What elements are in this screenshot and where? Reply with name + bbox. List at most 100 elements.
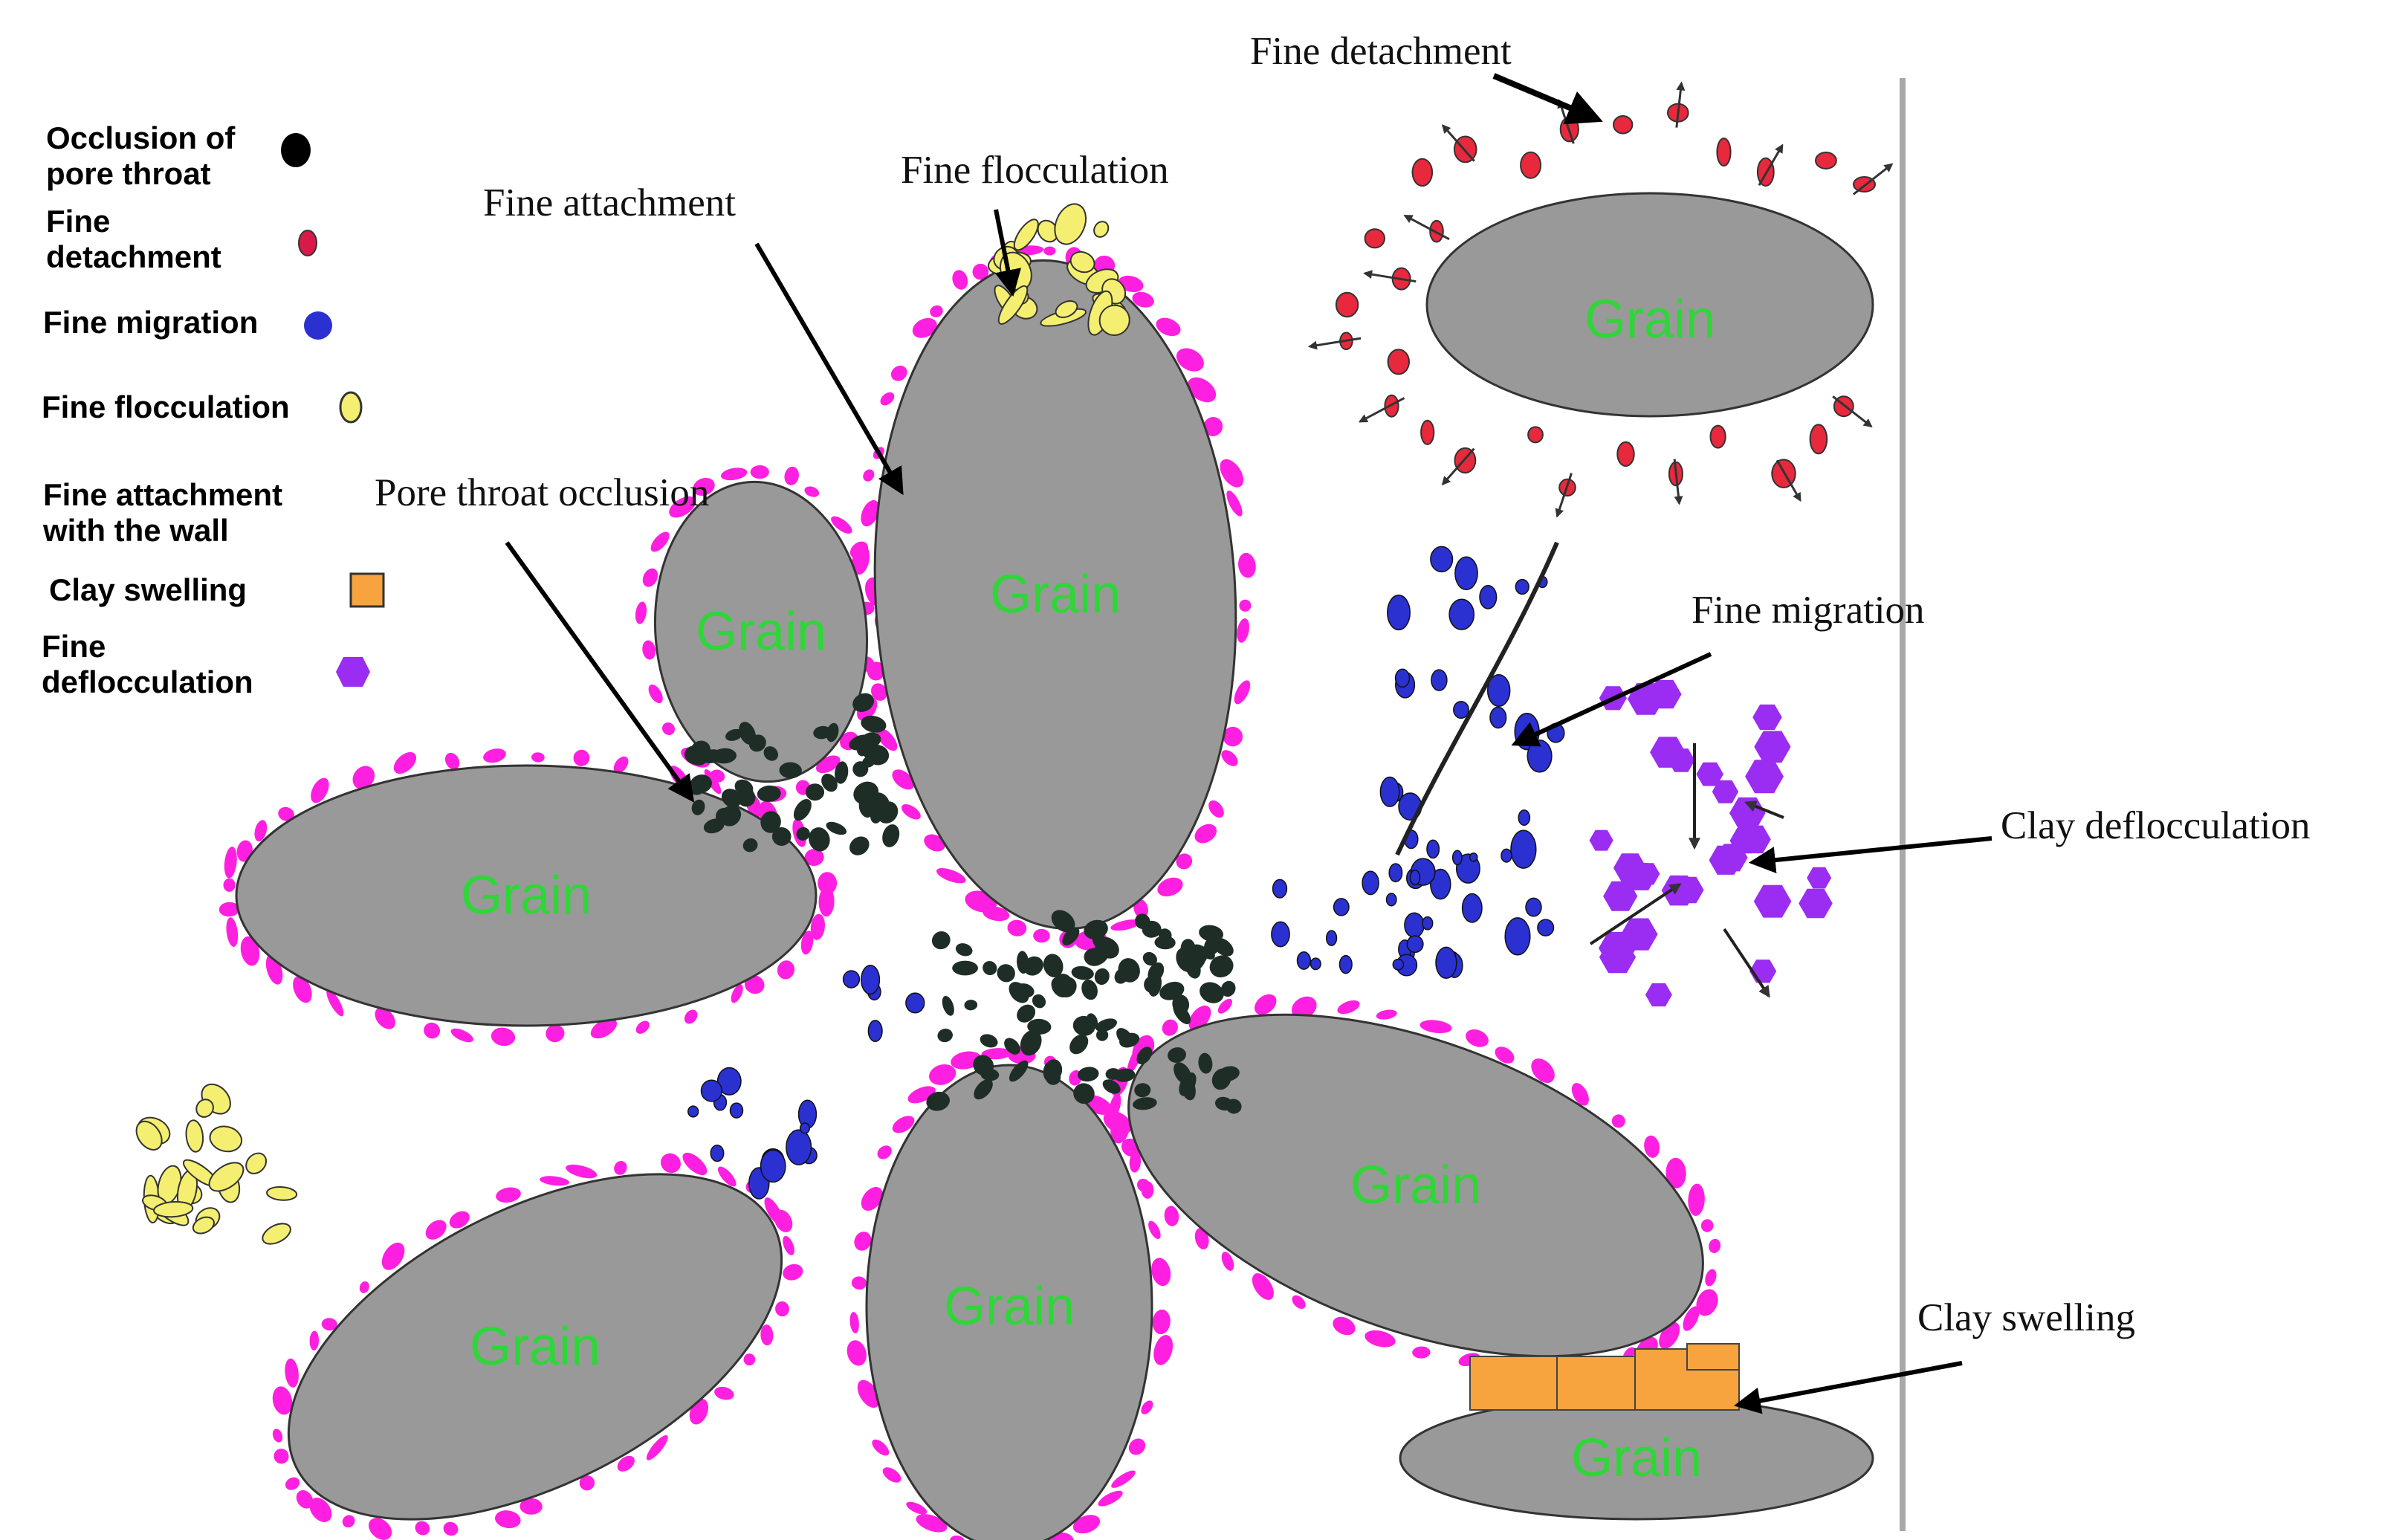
callout-clay-swelling: Clay swelling: [1917, 1296, 2135, 1339]
flow-arrow: [1363, 270, 1417, 283]
attachment-particle: [1419, 1020, 1452, 1034]
migration-particle: [1448, 598, 1475, 630]
migration-particle: [729, 1102, 744, 1119]
attachment-particle: [1153, 1335, 1174, 1365]
attachment-particle: [272, 1386, 293, 1415]
grain: [235, 764, 818, 1027]
attachment-particle: [1234, 680, 1251, 705]
swelling-block: [1556, 1356, 1639, 1411]
attachment-particle: [483, 748, 506, 763]
attachment-particle: [393, 751, 417, 774]
deflocculation-particle: [1738, 825, 1771, 854]
deflocculation-particle: [1696, 762, 1723, 786]
occlusion-particle: [1020, 1029, 1042, 1056]
occlusion-particle: [1199, 925, 1224, 942]
flocculation-particle: [262, 1223, 291, 1245]
legend-flocculation-label: Fine flocculation: [42, 389, 290, 424]
attachment-particle: [930, 305, 943, 317]
attachment-particle: [425, 1220, 447, 1240]
occlusion-particle: [1118, 958, 1140, 983]
attachment-particle: [321, 1318, 337, 1331]
attachment-particle: [1176, 348, 1204, 372]
arrow-fine-detachment: [1492, 73, 1603, 125]
attachment-particle: [714, 1386, 734, 1400]
migration-particle: [1333, 898, 1350, 916]
attachment-particle: [415, 1521, 430, 1536]
occlusion-particle: [1045, 1070, 1061, 1085]
attachment-particle: [1129, 1151, 1142, 1173]
attachment-particle: [764, 1197, 783, 1225]
attachment-particle: [1148, 1220, 1161, 1239]
attachment-particle: [1220, 459, 1244, 488]
deflocculation-particle: [1807, 867, 1832, 889]
migration-particle: [1504, 917, 1531, 956]
attachment-particle: [936, 868, 966, 884]
detachment-particle: [1335, 291, 1359, 318]
attachment-particle: [852, 544, 870, 575]
occlusion-particle: [983, 961, 997, 975]
attachment-particle: [1136, 1178, 1150, 1192]
attachment-particle: [669, 496, 696, 518]
occlusion-particle: [1095, 1018, 1118, 1032]
attachment-particle: [424, 1022, 441, 1039]
fine-attachment-particles: [218, 245, 1721, 1540]
attachment-particle: [1709, 1238, 1721, 1253]
attachment-particle: [1700, 1219, 1714, 1232]
clay-swelling-blocks: [1469, 1343, 1740, 1411]
occlusion-particle: [856, 737, 873, 757]
flow-arrow: [1832, 395, 1873, 428]
occlusion-particle: [1062, 927, 1080, 946]
occlusion-particle: [852, 693, 875, 712]
attachment-particle: [849, 1312, 859, 1333]
callouts: Fine detachment Fine flocculation Fine a…: [375, 30, 2311, 1414]
attachment-particle: [661, 722, 676, 735]
attachment-particle: [912, 317, 937, 338]
attachment-particle: [818, 886, 835, 917]
attachment-particle: [1252, 1273, 1274, 1300]
migration-particle: [1338, 954, 1353, 974]
attachment-particle: [1141, 1400, 1153, 1414]
occlusion-particle: [1004, 1038, 1020, 1055]
attachment-particle: [1098, 1490, 1123, 1507]
migration-particle: [1385, 893, 1397, 907]
detachment-particle: [1520, 151, 1542, 179]
occlusion-particle: [1154, 935, 1176, 950]
migration-particle: [1461, 893, 1483, 923]
flow-arrow: [1403, 214, 1450, 241]
deflocculation-particle: [1645, 983, 1672, 1007]
attachment-particle: [907, 1086, 936, 1104]
grain: [1425, 192, 1874, 418]
attachment-particle: [892, 1116, 915, 1133]
attachment-particle: [272, 1429, 283, 1443]
grain-label: Grain: [1584, 290, 1715, 349]
grain-label: Grain: [461, 866, 592, 925]
attachment-particle: [496, 1187, 521, 1203]
attachment-particle: [273, 1449, 289, 1464]
attachment-particle: [646, 1434, 668, 1460]
callout-clay-deflocculation: Clay deflocculation: [2001, 804, 2311, 847]
occlusion-particle: [1086, 1013, 1098, 1029]
legend-detachment-label: Fine detachment: [46, 204, 221, 274]
occlusion-particle: [1102, 1079, 1121, 1094]
occlusion-particle: [793, 798, 812, 821]
occlusion-particle: [1142, 951, 1157, 966]
attachment-particle: [684, 1009, 698, 1024]
flow-arrow: [1775, 459, 1802, 502]
legend-deflocculation-label: Fine deflocculation: [42, 629, 253, 699]
attachment-particle: [450, 1028, 473, 1043]
attachment-particle: [810, 913, 826, 940]
detachment-particle: [1613, 115, 1634, 135]
migration-particle: [1422, 916, 1434, 931]
occlusion-particle: [760, 811, 781, 833]
attachment-particle: [818, 872, 838, 895]
callout-pore-throat-occlusion: Pore throat occlusion: [375, 471, 709, 514]
attachment-particle: [218, 902, 239, 917]
attachment-particle: [1033, 928, 1050, 943]
migration-particle: [1406, 935, 1424, 954]
arrow-fine-flocculation: [994, 209, 1022, 297]
attachment-particle: [1208, 800, 1224, 818]
attachment-particle: [359, 1281, 369, 1293]
attachment-particle: [1611, 1114, 1625, 1128]
clay-deflocculation-particles: [1589, 679, 1833, 1007]
occlusion-particle: [763, 746, 779, 761]
